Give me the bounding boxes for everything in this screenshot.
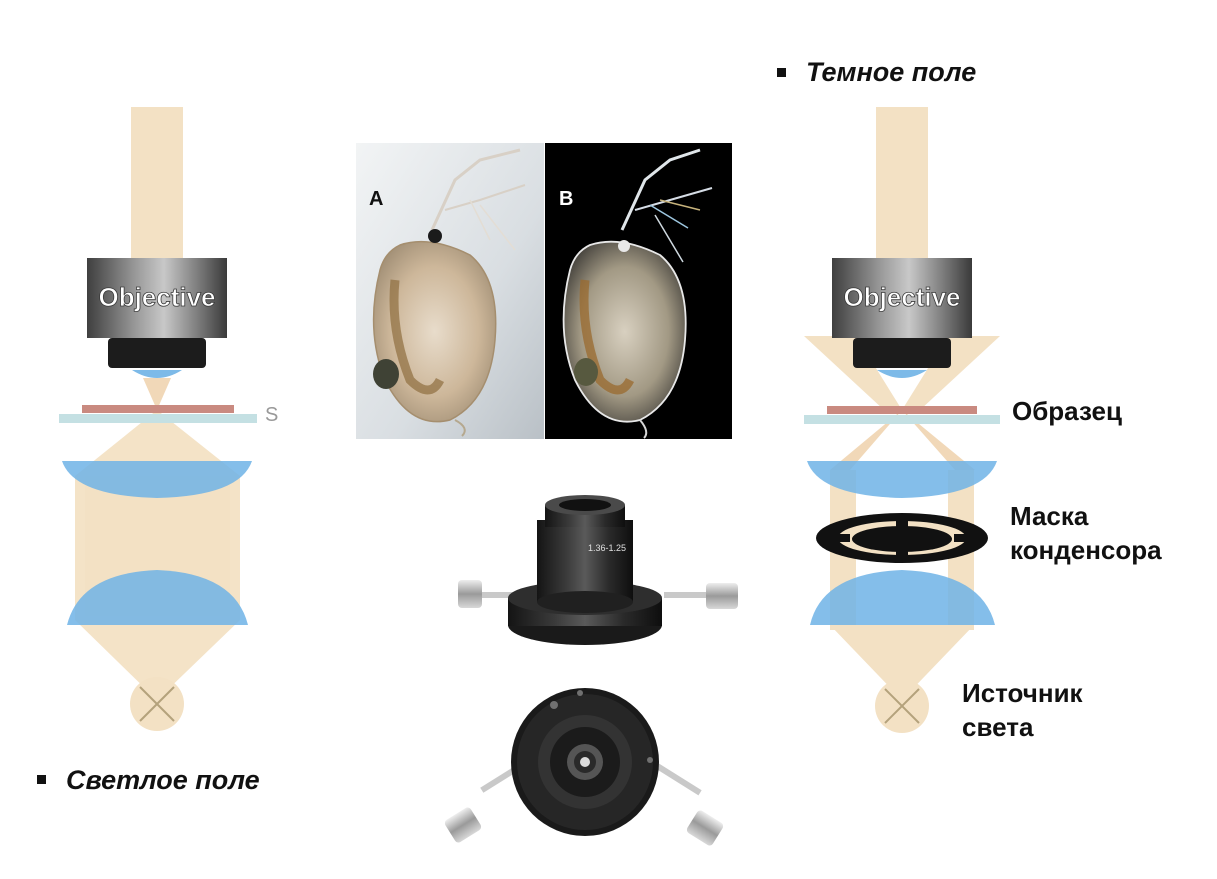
dark-beam-lower: [830, 625, 974, 700]
bright-condenser-lens-bottom: [67, 570, 248, 625]
bright-specimen: [82, 405, 234, 413]
daphnia-photo-dark-field: B: [545, 143, 732, 439]
bright-slide-edge-mark: S: [265, 404, 278, 426]
condenser-mask: [816, 513, 988, 563]
bright-slide: [59, 414, 257, 423]
label-light-source-line2: света: [962, 712, 1034, 742]
dark-specimen: [827, 406, 977, 414]
bright-beam-sample-cone: [143, 378, 171, 410]
condenser-na-marking: 1.36-1.25: [588, 543, 626, 553]
dark-slide: [804, 415, 1000, 424]
label-condenser-mask-line1: Маска: [1010, 501, 1089, 531]
label-sample: Образец: [1012, 396, 1122, 426]
photo-label-a: A: [369, 188, 383, 210]
condenser-knob-bottom-right[interactable]: [685, 809, 724, 847]
label-light-source-line1: Источник: [962, 678, 1083, 708]
dark-beam-scatter-right: [902, 336, 1000, 410]
bright-condenser-lens-top: [62, 461, 252, 498]
bright-field-diagram: Objective S: [59, 107, 278, 731]
dark-beam-top: [876, 107, 928, 260]
photo-label-b: B: [559, 188, 573, 210]
bullet-bright-field: [37, 775, 46, 784]
condenser-side-view: 1.36-1.25: [458, 495, 738, 645]
condenser-knob-left[interactable]: [458, 580, 482, 608]
bright-objective-label: Objective: [98, 282, 215, 312]
condenser-knob-right[interactable]: [706, 583, 738, 609]
dark-condenser-lens-bottom: [810, 570, 995, 625]
dark-objective-label: Objective: [843, 282, 960, 312]
bright-objective-body: [87, 258, 227, 338]
bright-beam-top: [131, 107, 183, 260]
label-condenser-mask-line2: конденсора: [1010, 535, 1162, 565]
dark-objective-body: [832, 258, 972, 338]
dark-objective-nose: [853, 338, 951, 368]
condenser-top-view: [443, 688, 724, 847]
caption-bright-field: Светлое поле: [66, 765, 260, 795]
dark-beam-hollow-left: [830, 410, 902, 470]
bright-light-source-cross-2: [139, 686, 175, 722]
dark-light-source-cross-2: [884, 688, 920, 724]
dark-condenser-lens-top: [807, 461, 997, 498]
bullet-dark-field: [777, 68, 786, 77]
daphnia-photo-bright-field: A: [356, 143, 544, 439]
bright-objective-lens: [132, 370, 182, 378]
dark-beam-scatter-left: [804, 336, 902, 410]
dark-objective-lens: [877, 370, 927, 378]
condenser-knob-bottom-left[interactable]: [443, 806, 482, 844]
dark-beam-hollow-right: [902, 410, 975, 470]
bright-objective-nose: [108, 338, 206, 368]
caption-dark-field: Темное поле: [806, 57, 977, 87]
dark-field-diagram: Objective: [804, 107, 1000, 733]
